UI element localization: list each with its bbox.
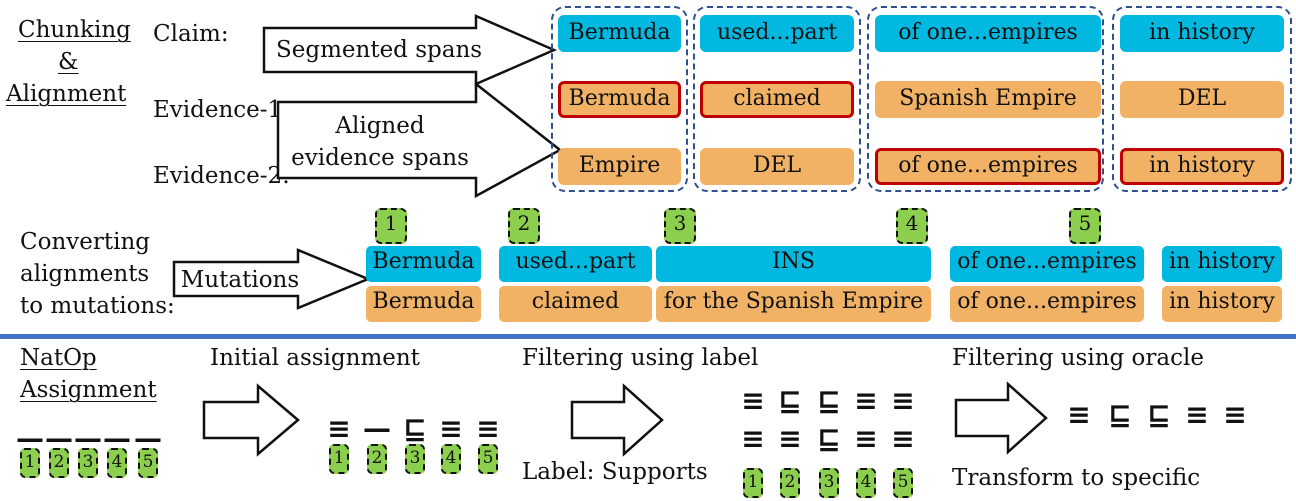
evidence1-span-4: DEL	[1120, 81, 1284, 118]
heading-to-mutations: to mutations:	[20, 293, 175, 319]
index-badge-5: 5	[893, 468, 913, 498]
mutations-arrow-label: Mutations	[180, 267, 300, 293]
natop-symbol: ⊑	[403, 412, 427, 445]
initial-assignment-arrow	[202, 383, 300, 457]
index-badge-4: 4	[107, 448, 127, 478]
index-badge-3: 3	[78, 448, 98, 478]
mutation-claim-4: of one...empires	[950, 246, 1144, 282]
oracle-filter-title: Filtering using oracle	[952, 345, 1204, 371]
natop-symbol: —	[363, 412, 391, 445]
mutation-claim-3: INS	[656, 246, 931, 282]
segmented-spans-arrow	[262, 14, 558, 86]
aligned-evidence-arrow	[276, 81, 563, 199]
natop-symbol: ≡	[1223, 398, 1247, 431]
oracle-filter-arrow	[954, 381, 1048, 455]
natop-symbol: ≡	[741, 384, 765, 417]
mutation-evidence-2: claimed	[499, 286, 652, 322]
section-divider	[0, 334, 1296, 339]
oracle-filter-note: Transform to specific	[952, 465, 1201, 491]
aligned-evidence-label-line2: evidence spans	[291, 145, 469, 171]
natop-symbol: ≡	[891, 422, 915, 455]
claim-span-2: used...part	[700, 15, 854, 52]
natop-symbol: ⊑	[1108, 398, 1132, 431]
evidence2-span-2: DEL	[700, 148, 854, 185]
natop-symbol: ≡	[476, 412, 500, 445]
heading-chunking: Chunking	[18, 17, 131, 43]
natop-symbol: ≡	[1067, 398, 1091, 431]
claim-span-4: in history	[1120, 15, 1284, 52]
mutation-evidence-1: Bermuda	[366, 286, 481, 322]
evidence1-span-1: Bermuda	[558, 81, 681, 118]
label-filter-title: Filtering using label	[522, 345, 759, 371]
heading-ampersand: &	[58, 49, 79, 75]
evidence2-span-1: Empire	[558, 148, 681, 185]
mutation-claim-5: in history	[1162, 246, 1282, 282]
index-badge-1: 1	[743, 468, 763, 498]
mutation-index-1: 1	[375, 208, 407, 244]
natop-symbol: ≡	[327, 412, 351, 445]
natop-symbol: ⊑	[778, 384, 802, 417]
mutations-arrow	[172, 248, 372, 310]
natop-symbol: ≡	[778, 422, 802, 455]
claim-span-3: of one...empires	[875, 15, 1101, 52]
evidence2-span-3: of one...empires	[875, 148, 1101, 185]
evidence2-span-4: in history	[1120, 148, 1284, 185]
natop-symbol: ≡	[891, 384, 915, 417]
alignment-group-4	[1112, 6, 1292, 192]
heading-assignment: Assignment	[20, 377, 157, 403]
mutation-index-5: 5	[1069, 208, 1101, 244]
alignment-group-3	[867, 6, 1104, 192]
label-evidence-2: Evidence-2:	[153, 163, 290, 189]
aligned-evidence-label-line1: Aligned	[335, 113, 425, 139]
index-badge-5: 5	[138, 448, 158, 478]
mutation-evidence-5: in history	[1162, 286, 1282, 322]
natop-symbol: ≡	[439, 412, 463, 445]
index-badge-3: 3	[405, 444, 425, 474]
mutation-index-2: 2	[508, 208, 540, 244]
claim-span-1: Bermuda	[558, 15, 681, 52]
natop-symbol: ≡	[854, 384, 878, 417]
index-badge-2: 2	[49, 448, 69, 478]
label-filter-note: Label: Supports	[522, 459, 708, 485]
mutation-evidence-3: for the Spanish Empire	[656, 286, 931, 322]
label-claim: Claim:	[153, 21, 229, 47]
natop-symbol: ≡	[854, 422, 878, 455]
mutation-index-4: 4	[896, 208, 928, 244]
index-badge-2: 2	[367, 444, 387, 474]
natop-symbol: ⊑	[1147, 398, 1171, 431]
heading-converting: Converting	[20, 229, 150, 255]
alignment-group-1	[551, 6, 688, 192]
index-badge-4: 4	[441, 444, 461, 474]
mutation-index-3: 3	[664, 208, 696, 244]
index-badge-4: 4	[856, 468, 876, 498]
index-badge-1: 1	[20, 448, 40, 478]
initial-assignment-title: Initial assignment	[210, 345, 420, 371]
mutation-claim-1: Bermuda	[366, 246, 481, 282]
natop-symbol: ⊑	[817, 384, 841, 417]
alignment-group-2	[693, 6, 861, 192]
natop-symbol: ≡	[1185, 398, 1209, 431]
index-badge-2: 2	[780, 468, 800, 498]
natop-symbol: ≡	[741, 422, 765, 455]
label-evidence-1: Evidence-1:	[153, 97, 290, 123]
heading-natop: NatOp	[20, 345, 97, 371]
evidence1-span-3: Spanish Empire	[875, 81, 1101, 118]
label-filter-arrow	[570, 383, 664, 457]
mutation-evidence-4: of one...empires	[950, 286, 1144, 322]
evidence1-span-2: claimed	[700, 81, 854, 118]
mutation-claim-2: used...part	[499, 246, 652, 282]
segmented-spans-label: Segmented spans	[276, 37, 483, 63]
natop-symbol: ⊑	[817, 422, 841, 455]
index-badge-1: 1	[329, 444, 349, 474]
heading-alignments: alignments	[20, 261, 150, 287]
heading-alignment: Alignment	[6, 81, 127, 107]
index-badge-5: 5	[478, 444, 498, 474]
index-badge-3: 3	[819, 468, 839, 498]
